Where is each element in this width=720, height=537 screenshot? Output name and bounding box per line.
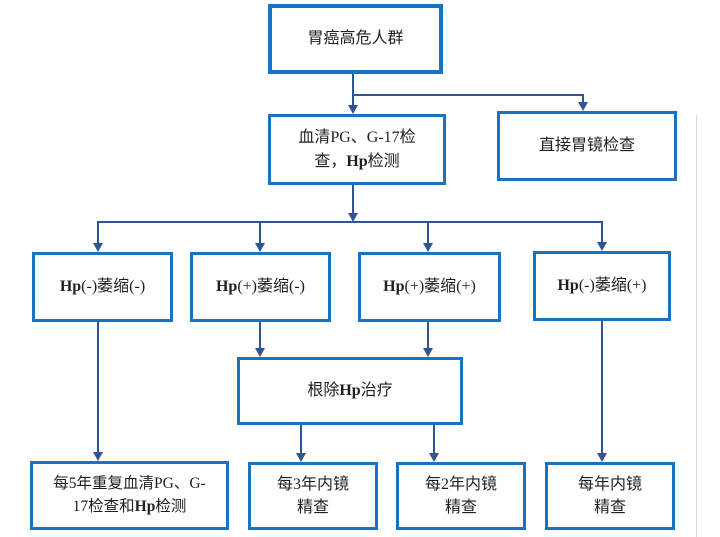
arrowhead-into-gastroscopy bbox=[578, 102, 588, 111]
node-label: 每3年内镜精查 bbox=[276, 475, 349, 516]
arrowhead-into-endoscopy2y bbox=[429, 453, 439, 462]
connector-highrisk-down-line bbox=[352, 74, 354, 106]
node-hp-eradication-treatment: 根除Hp治疗 bbox=[237, 357, 463, 425]
arrowhead-into-endoscopy1y bbox=[597, 453, 607, 462]
node-label: Hp(-)萎缩(+) bbox=[557, 277, 647, 295]
connector-hpnegneg-to-repeat5y bbox=[97, 322, 99, 452]
node-label: 每年内镜精查 bbox=[577, 475, 642, 516]
connector-splitter-drop1 bbox=[97, 222, 99, 243]
node-hp-negative-atrophy-negative: Hp(-)萎缩(-) bbox=[32, 252, 173, 322]
connector-hpnegpos-to-endoscopy1y bbox=[601, 321, 603, 453]
arrowhead-into-hp-neg-atr-neg bbox=[93, 243, 103, 252]
node-hp-positive-atrophy-positive: Hp(+)萎缩(+) bbox=[358, 252, 501, 322]
arrowhead-into-hp-pos-atr-pos bbox=[423, 243, 433, 252]
connector-splitter-drop4 bbox=[601, 222, 603, 242]
connector-splitter-line bbox=[97, 221, 603, 223]
node-label: Hp(-)萎缩(-) bbox=[59, 278, 146, 296]
node-label: 胃癌高危人群 bbox=[307, 30, 404, 48]
arrowhead-into-hp-neg-atr-pos bbox=[597, 242, 607, 251]
node-label: 每2年内镜精查 bbox=[424, 475, 497, 516]
node-label: 直接胃镜检查 bbox=[538, 137, 635, 155]
arrowhead-into-hp-pos-atr-neg bbox=[255, 243, 265, 252]
connector-serum-down-line bbox=[352, 185, 354, 214]
connector-branch-right-line bbox=[353, 94, 584, 96]
connector-branch-down-line bbox=[582, 94, 584, 103]
page-edge-line bbox=[696, 115, 697, 537]
arrowhead-into-serum bbox=[348, 105, 358, 114]
node-endoscopy-every-2-years: 每2年内镜精查 bbox=[396, 462, 526, 530]
node-repeat-serum-every-5-years: 每5年重复血清PG、G-17检查和Hp检测 bbox=[30, 461, 229, 530]
connector-splitter-drop2 bbox=[259, 222, 261, 243]
arrowhead-into-eradication-left bbox=[255, 348, 265, 357]
node-high-risk-population: 胃癌高危人群 bbox=[268, 4, 443, 74]
node-label: 血清PG、G-17检查，Hp检测 bbox=[298, 129, 416, 170]
node-direct-gastroscopy: 直接胃镜检查 bbox=[497, 111, 677, 181]
connector-hpposneg-to-eradication bbox=[259, 322, 261, 348]
node-label: 根除Hp治疗 bbox=[307, 382, 393, 400]
node-label: 每5年重复血清PG、G-17检查和Hp检测 bbox=[53, 475, 206, 515]
node-serum-pg-g17-hp-test: 血清PG、G-17检查，Hp检测 bbox=[268, 114, 446, 185]
arrowhead-into-repeat5y bbox=[93, 452, 103, 461]
connector-eradication-to-endoscopy2y bbox=[433, 425, 435, 453]
node-hp-negative-atrophy-positive: Hp(-)萎缩(+) bbox=[533, 251, 671, 321]
node-endoscopy-every-3-years: 每3年内镜精查 bbox=[248, 462, 378, 530]
connector-eradication-to-endoscopy3y bbox=[300, 425, 302, 453]
arrowhead-serum-to-splitter bbox=[348, 213, 358, 222]
arrowhead-into-eradication-right bbox=[423, 348, 433, 357]
node-label: Hp(+)萎缩(-) bbox=[215, 278, 305, 296]
arrowhead-into-endoscopy3y bbox=[296, 453, 306, 462]
connector-splitter-drop3 bbox=[427, 222, 429, 243]
node-endoscopy-every-year: 每年内镜精查 bbox=[545, 462, 675, 530]
connector-hppospos-to-eradication bbox=[427, 322, 429, 348]
node-label: Hp(+)萎缩(+) bbox=[383, 278, 476, 296]
node-hp-positive-atrophy-negative: Hp(+)萎缩(-) bbox=[190, 252, 331, 322]
